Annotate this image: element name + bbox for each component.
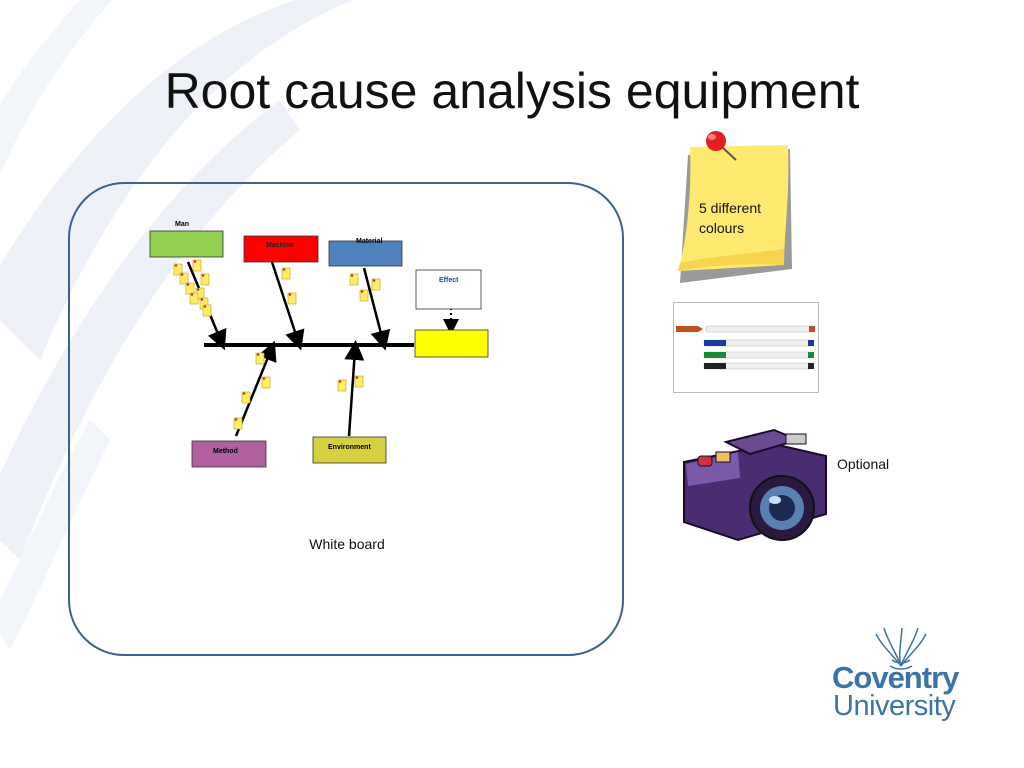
bone-machine <box>270 261 305 351</box>
phoenix-logo-icon <box>875 627 927 670</box>
environment-label: Environment <box>328 444 371 451</box>
whiteboard <box>68 182 624 656</box>
effect-label: Effect <box>439 277 459 284</box>
method-label: Method <box>213 448 238 455</box>
bone-material <box>362 267 391 351</box>
material-box <box>328 240 403 267</box>
marker-pens-icon <box>673 302 819 393</box>
material-label: Material <box>356 238 383 245</box>
camera-icon <box>683 428 827 542</box>
sticky-note <box>678 131 792 283</box>
method-box <box>191 440 267 468</box>
effect-label-box <box>415 269 482 310</box>
logo-university: University <box>833 690 956 722</box>
logo-coventry: Coventry <box>832 660 959 695</box>
machine-label: Machine <box>266 242 294 249</box>
whiteboard-label: White board <box>309 536 385 552</box>
machine-box <box>243 235 319 263</box>
bone-environment <box>344 340 365 437</box>
man-box <box>149 230 224 258</box>
man-label: Man <box>175 221 189 228</box>
environment-box <box>312 436 387 464</box>
pushpin-icon <box>706 131 737 161</box>
effect-box <box>414 329 489 358</box>
slide-title: Root cause analysis equipment <box>164 63 860 119</box>
camera-optional-label: Optional <box>837 456 890 472</box>
sticky-note-text: 5 different colours <box>699 200 762 236</box>
